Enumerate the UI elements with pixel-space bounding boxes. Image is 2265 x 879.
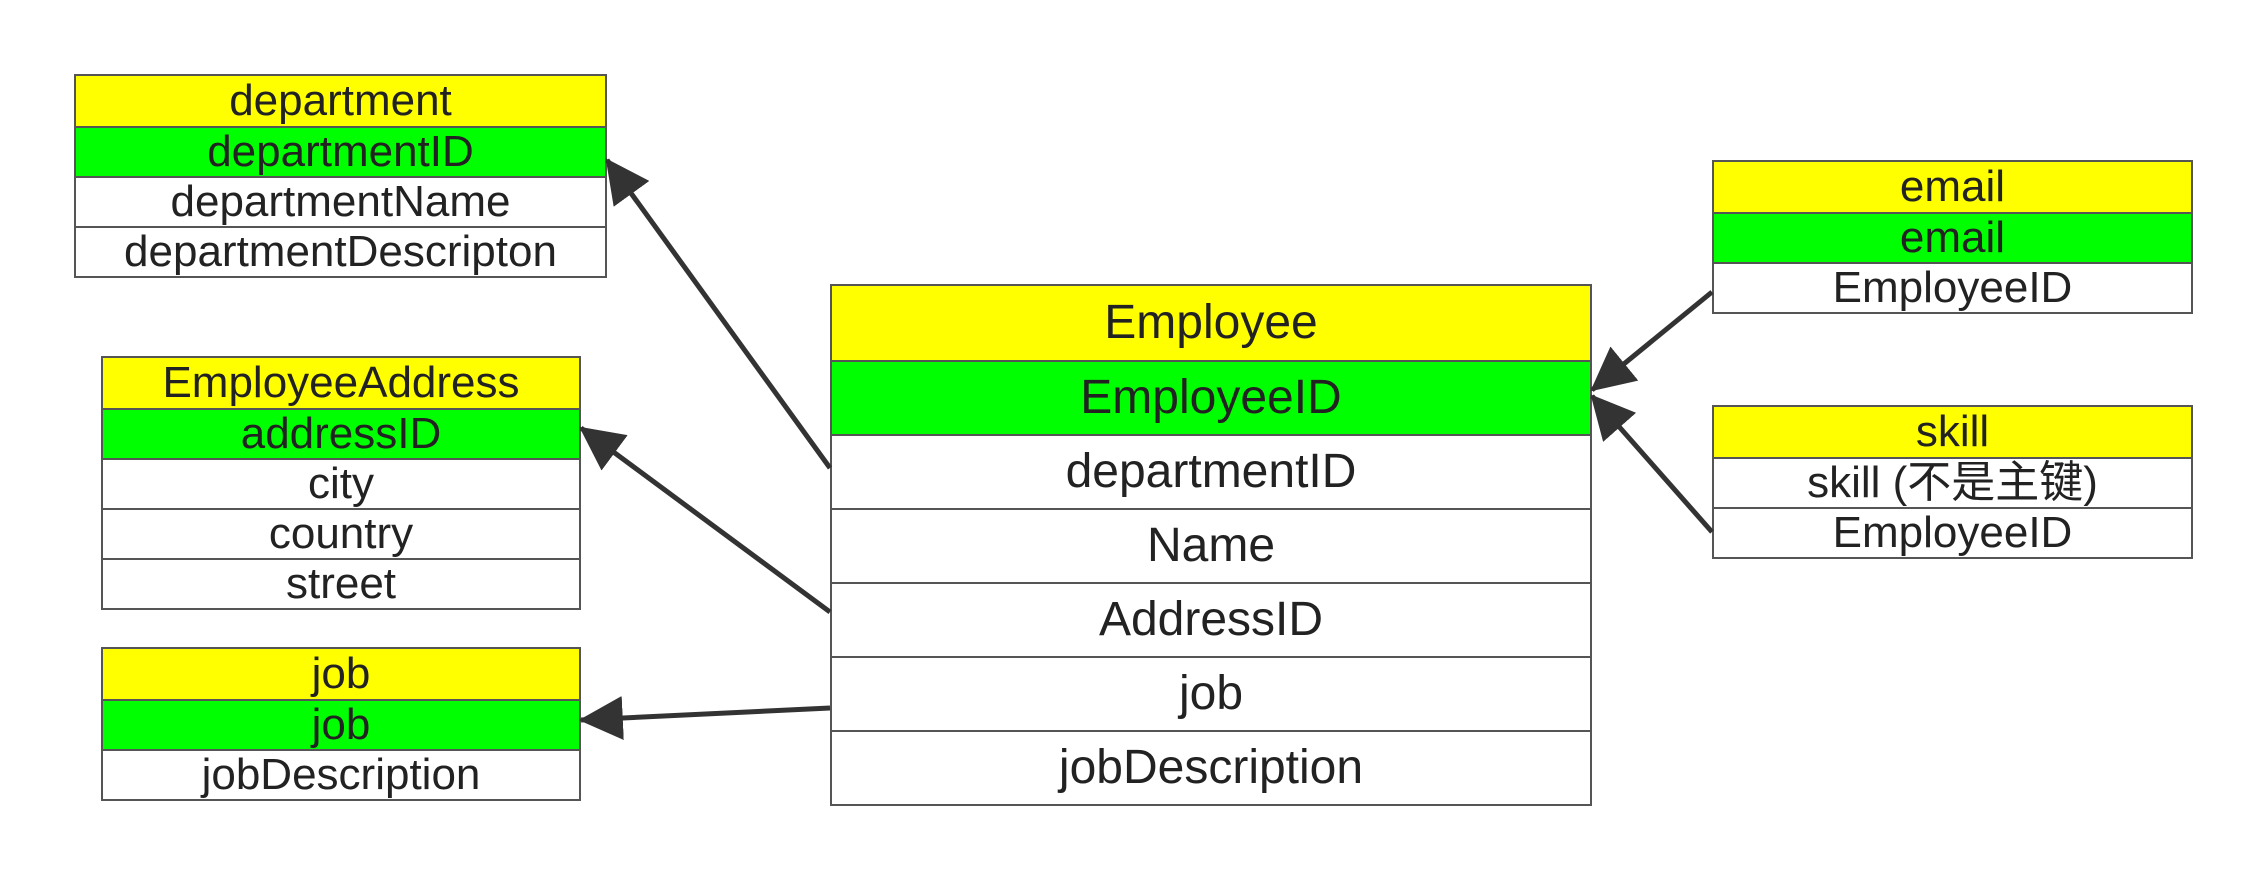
arrow-email-employeeid-to-employee xyxy=(1590,290,1714,392)
employee-attr-departmentid: departmentID xyxy=(832,434,1590,508)
department-attr-departmentdescripton: departmentDescripton xyxy=(76,226,605,276)
arrow-employee-departmentid-to-department xyxy=(604,158,833,470)
employee-address-attr-street: street xyxy=(103,558,579,608)
employee-pk-employeeid: EmployeeID xyxy=(832,360,1590,434)
job-title: job xyxy=(103,649,579,699)
employee-attr-jobdescription: jobDescription xyxy=(832,730,1590,804)
arrow-employee-addressid-to-employee-address xyxy=(579,425,832,615)
skill-attr-skill: skill (不是主键) xyxy=(1714,457,2191,507)
employee-table: Employee EmployeeID departmentID Name Ad… xyxy=(830,284,1592,806)
employee-address-table: EmployeeAddress addressID city country s… xyxy=(101,356,581,610)
department-pk-departmentid: departmentID xyxy=(76,126,605,176)
email-title: email xyxy=(1714,162,2191,212)
arrow-employee-job-to-job xyxy=(578,696,831,740)
department-title: department xyxy=(76,76,605,126)
arrow-skill-employeeid-to-employee xyxy=(1590,394,1714,534)
email-table: email email EmployeeID xyxy=(1712,160,2193,314)
employee-title: Employee xyxy=(832,286,1590,360)
employee-attr-addressid: AddressID xyxy=(832,582,1590,656)
skill-title: skill xyxy=(1714,407,2191,457)
job-attr-jobdescription: jobDescription xyxy=(103,749,579,799)
employee-address-attr-country: country xyxy=(103,508,579,558)
employee-address-pk-addressid: addressID xyxy=(103,408,579,458)
employee-address-attr-city: city xyxy=(103,458,579,508)
job-table: job job jobDescription xyxy=(101,647,581,801)
department-table: department departmentID departmentName d… xyxy=(74,74,607,278)
job-pk-job: job xyxy=(103,699,579,749)
skill-attr-employeeid: EmployeeID xyxy=(1714,507,2191,557)
employee-attr-job: job xyxy=(832,656,1590,730)
email-attr-employeeid: EmployeeID xyxy=(1714,262,2191,312)
employee-address-title: EmployeeAddress xyxy=(103,358,579,408)
employee-attr-name: Name xyxy=(832,508,1590,582)
department-attr-departmentname: departmentName xyxy=(76,176,605,226)
skill-table: skill skill (不是主键) EmployeeID xyxy=(1712,405,2193,559)
email-pk-email: email xyxy=(1714,212,2191,262)
